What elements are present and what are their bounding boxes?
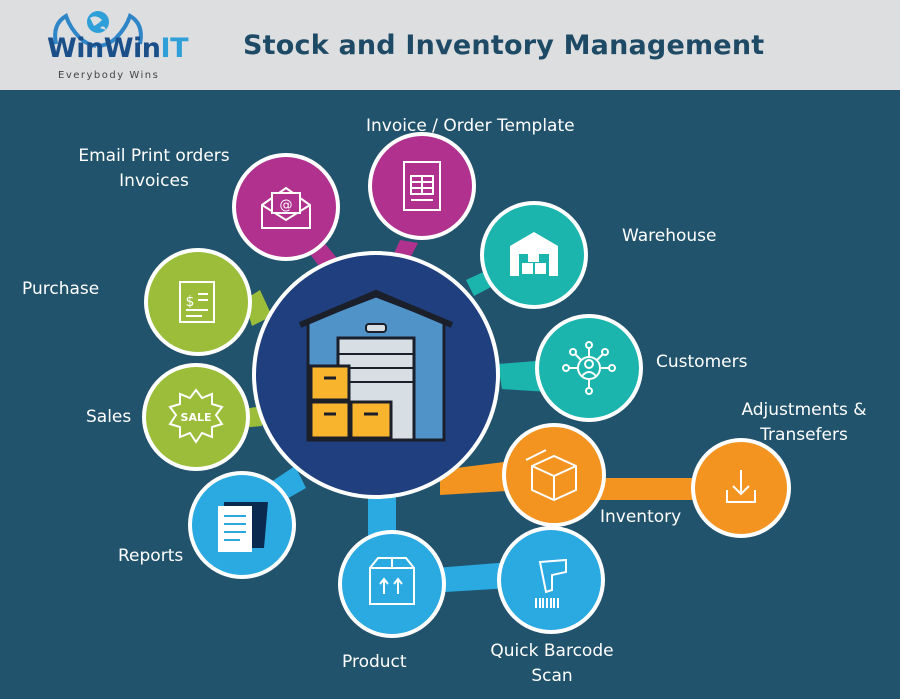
node-invoice bbox=[368, 132, 476, 240]
label-adjustments: Adjustments & Transefers bbox=[724, 398, 884, 448]
logo-tagline: Everybody Wins bbox=[58, 70, 160, 81]
node-sales: SALE bbox=[142, 363, 250, 471]
envelope-at-icon: @ bbox=[261, 186, 311, 229]
warehouse-icon bbox=[298, 289, 454, 442]
barcode-scanner-icon bbox=[535, 558, 567, 608]
product-box-icon bbox=[369, 557, 415, 605]
node-inventory bbox=[502, 423, 606, 527]
center-hub bbox=[252, 251, 500, 499]
label-email-line2: Invoices bbox=[119, 171, 189, 191]
header-bar: WinWinIT Everybody Wins Stock and Invent… bbox=[0, 0, 900, 90]
purchase-receipt-icon: $ bbox=[179, 281, 215, 323]
label-barcode-line2: Scan bbox=[531, 666, 573, 686]
report-documents-icon bbox=[218, 502, 268, 552]
logo: WinWinIT bbox=[47, 33, 189, 64]
label-barcode-line1: Quick Barcode bbox=[490, 641, 614, 661]
customer-network-icon bbox=[562, 341, 616, 395]
svg-text:@: @ bbox=[280, 198, 293, 213]
node-email: @ bbox=[232, 153, 340, 261]
logo-part2: IT bbox=[160, 33, 189, 64]
open-box-icon bbox=[525, 449, 577, 502]
label-adjustments-line2: Transefers bbox=[760, 425, 848, 445]
label-sales: Sales bbox=[86, 407, 132, 427]
svg-text:$: $ bbox=[186, 294, 195, 310]
node-product bbox=[338, 530, 446, 638]
node-purchase: $ bbox=[144, 248, 252, 356]
node-reports bbox=[188, 471, 296, 579]
logo-part1: WinWin bbox=[47, 33, 161, 64]
label-barcode: Quick Barcode Scan bbox=[476, 639, 628, 689]
label-customers: Customers bbox=[656, 352, 748, 372]
invoice-template-icon bbox=[403, 161, 441, 211]
node-adjustments bbox=[691, 438, 791, 538]
label-invoice: Invoice / Order Template bbox=[366, 116, 575, 136]
logo-hands-globe-icon bbox=[53, 11, 143, 48]
label-product: Product bbox=[342, 652, 407, 672]
label-adjustments-line1: Adjustments & bbox=[741, 400, 867, 420]
label-email-line1: Email Print orders bbox=[78, 146, 230, 166]
download-tray-icon bbox=[726, 470, 756, 503]
label-purchase: Purchase bbox=[22, 279, 100, 299]
label-inventory: Inventory bbox=[600, 507, 682, 527]
sale-badge-icon: SALE bbox=[168, 388, 224, 444]
svg-text:SALE: SALE bbox=[181, 411, 212, 424]
node-barcode bbox=[497, 526, 605, 634]
node-customers bbox=[535, 314, 643, 422]
label-reports: Reports bbox=[118, 546, 184, 566]
warehouse-boxes-icon bbox=[510, 232, 558, 276]
label-email: Email Print orders Invoices bbox=[56, 144, 252, 194]
page-title: Stock and Inventory Management bbox=[243, 30, 765, 61]
label-warehouse: Warehouse bbox=[622, 226, 717, 246]
node-warehouse bbox=[480, 201, 588, 309]
